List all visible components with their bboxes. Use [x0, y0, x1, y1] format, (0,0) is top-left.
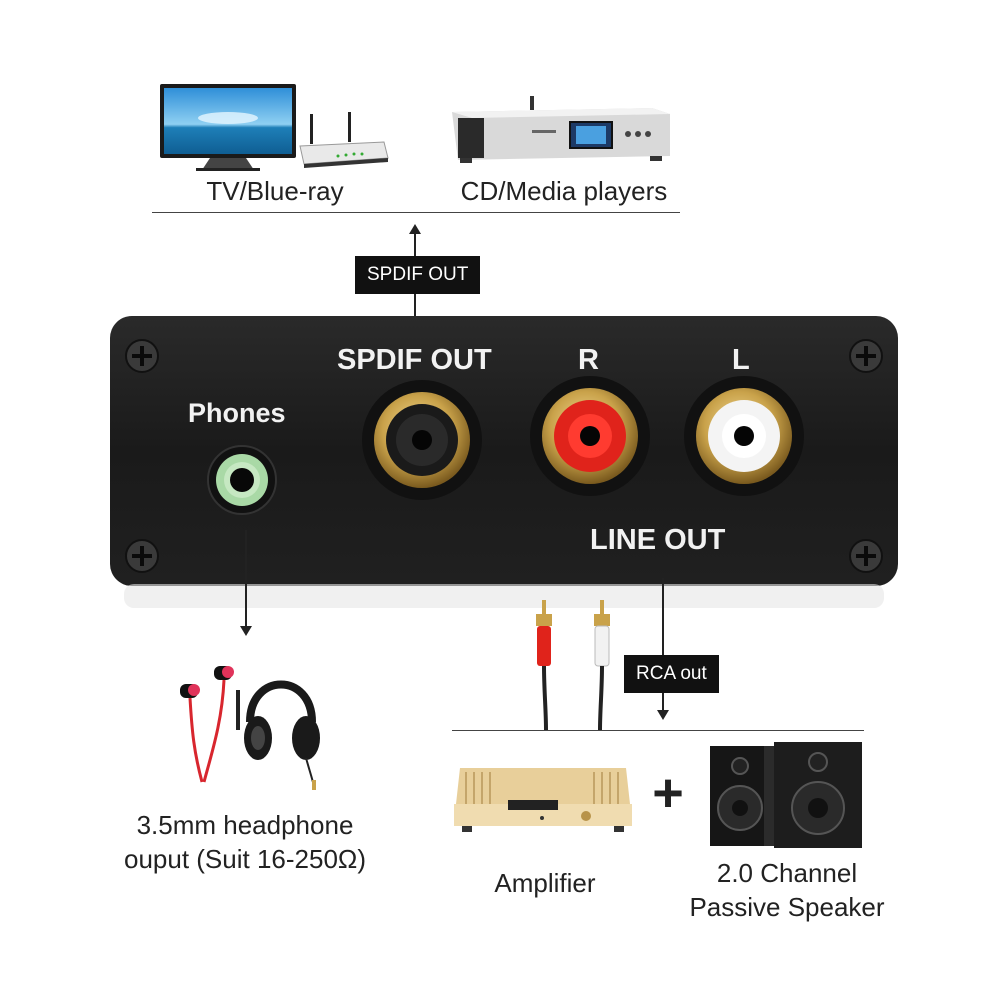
amplifier-illustration — [452, 764, 634, 838]
panel-right-label: R — [578, 344, 599, 376]
rca-arrow — [653, 578, 673, 726]
spdif-out-tag: SPDIF OUT — [355, 256, 481, 294]
amplifier-label: Amplifier — [494, 868, 596, 898]
headphone-caption-line2: ouput (Suit 16-250Ω) — [123, 844, 367, 874]
panel-line-out-label: LINE OUT — [590, 524, 726, 556]
panel-phones-label: Phones — [188, 398, 286, 428]
tv-bluray-label: TV/Blue-ray — [206, 176, 344, 206]
speaker-caption-line2: Passive Speaker — [689, 892, 885, 922]
tv-illustration — [158, 82, 298, 174]
rca-out-tag: RCA out — [624, 655, 719, 693]
plus-sign: + — [652, 763, 684, 823]
panel-spdif-label: SPDIF OUT — [337, 344, 492, 376]
panel-left-label: L — [732, 344, 750, 376]
device-front-panel — [104, 316, 904, 616]
rca-cable-illustration — [528, 600, 618, 730]
headphones-illustration — [172, 652, 322, 792]
media-players-label: CD/Media players — [460, 176, 668, 206]
speakers-illustration — [708, 740, 864, 850]
router-illustration — [298, 112, 390, 170]
sources-divider — [152, 212, 680, 213]
media-player-illustration — [452, 96, 672, 164]
phones-arrow — [236, 530, 256, 640]
headphone-caption-line1: 3.5mm headphone — [136, 810, 354, 840]
outputs-divider — [452, 730, 864, 731]
speaker-caption-line1: 2.0 Channel — [716, 858, 858, 888]
